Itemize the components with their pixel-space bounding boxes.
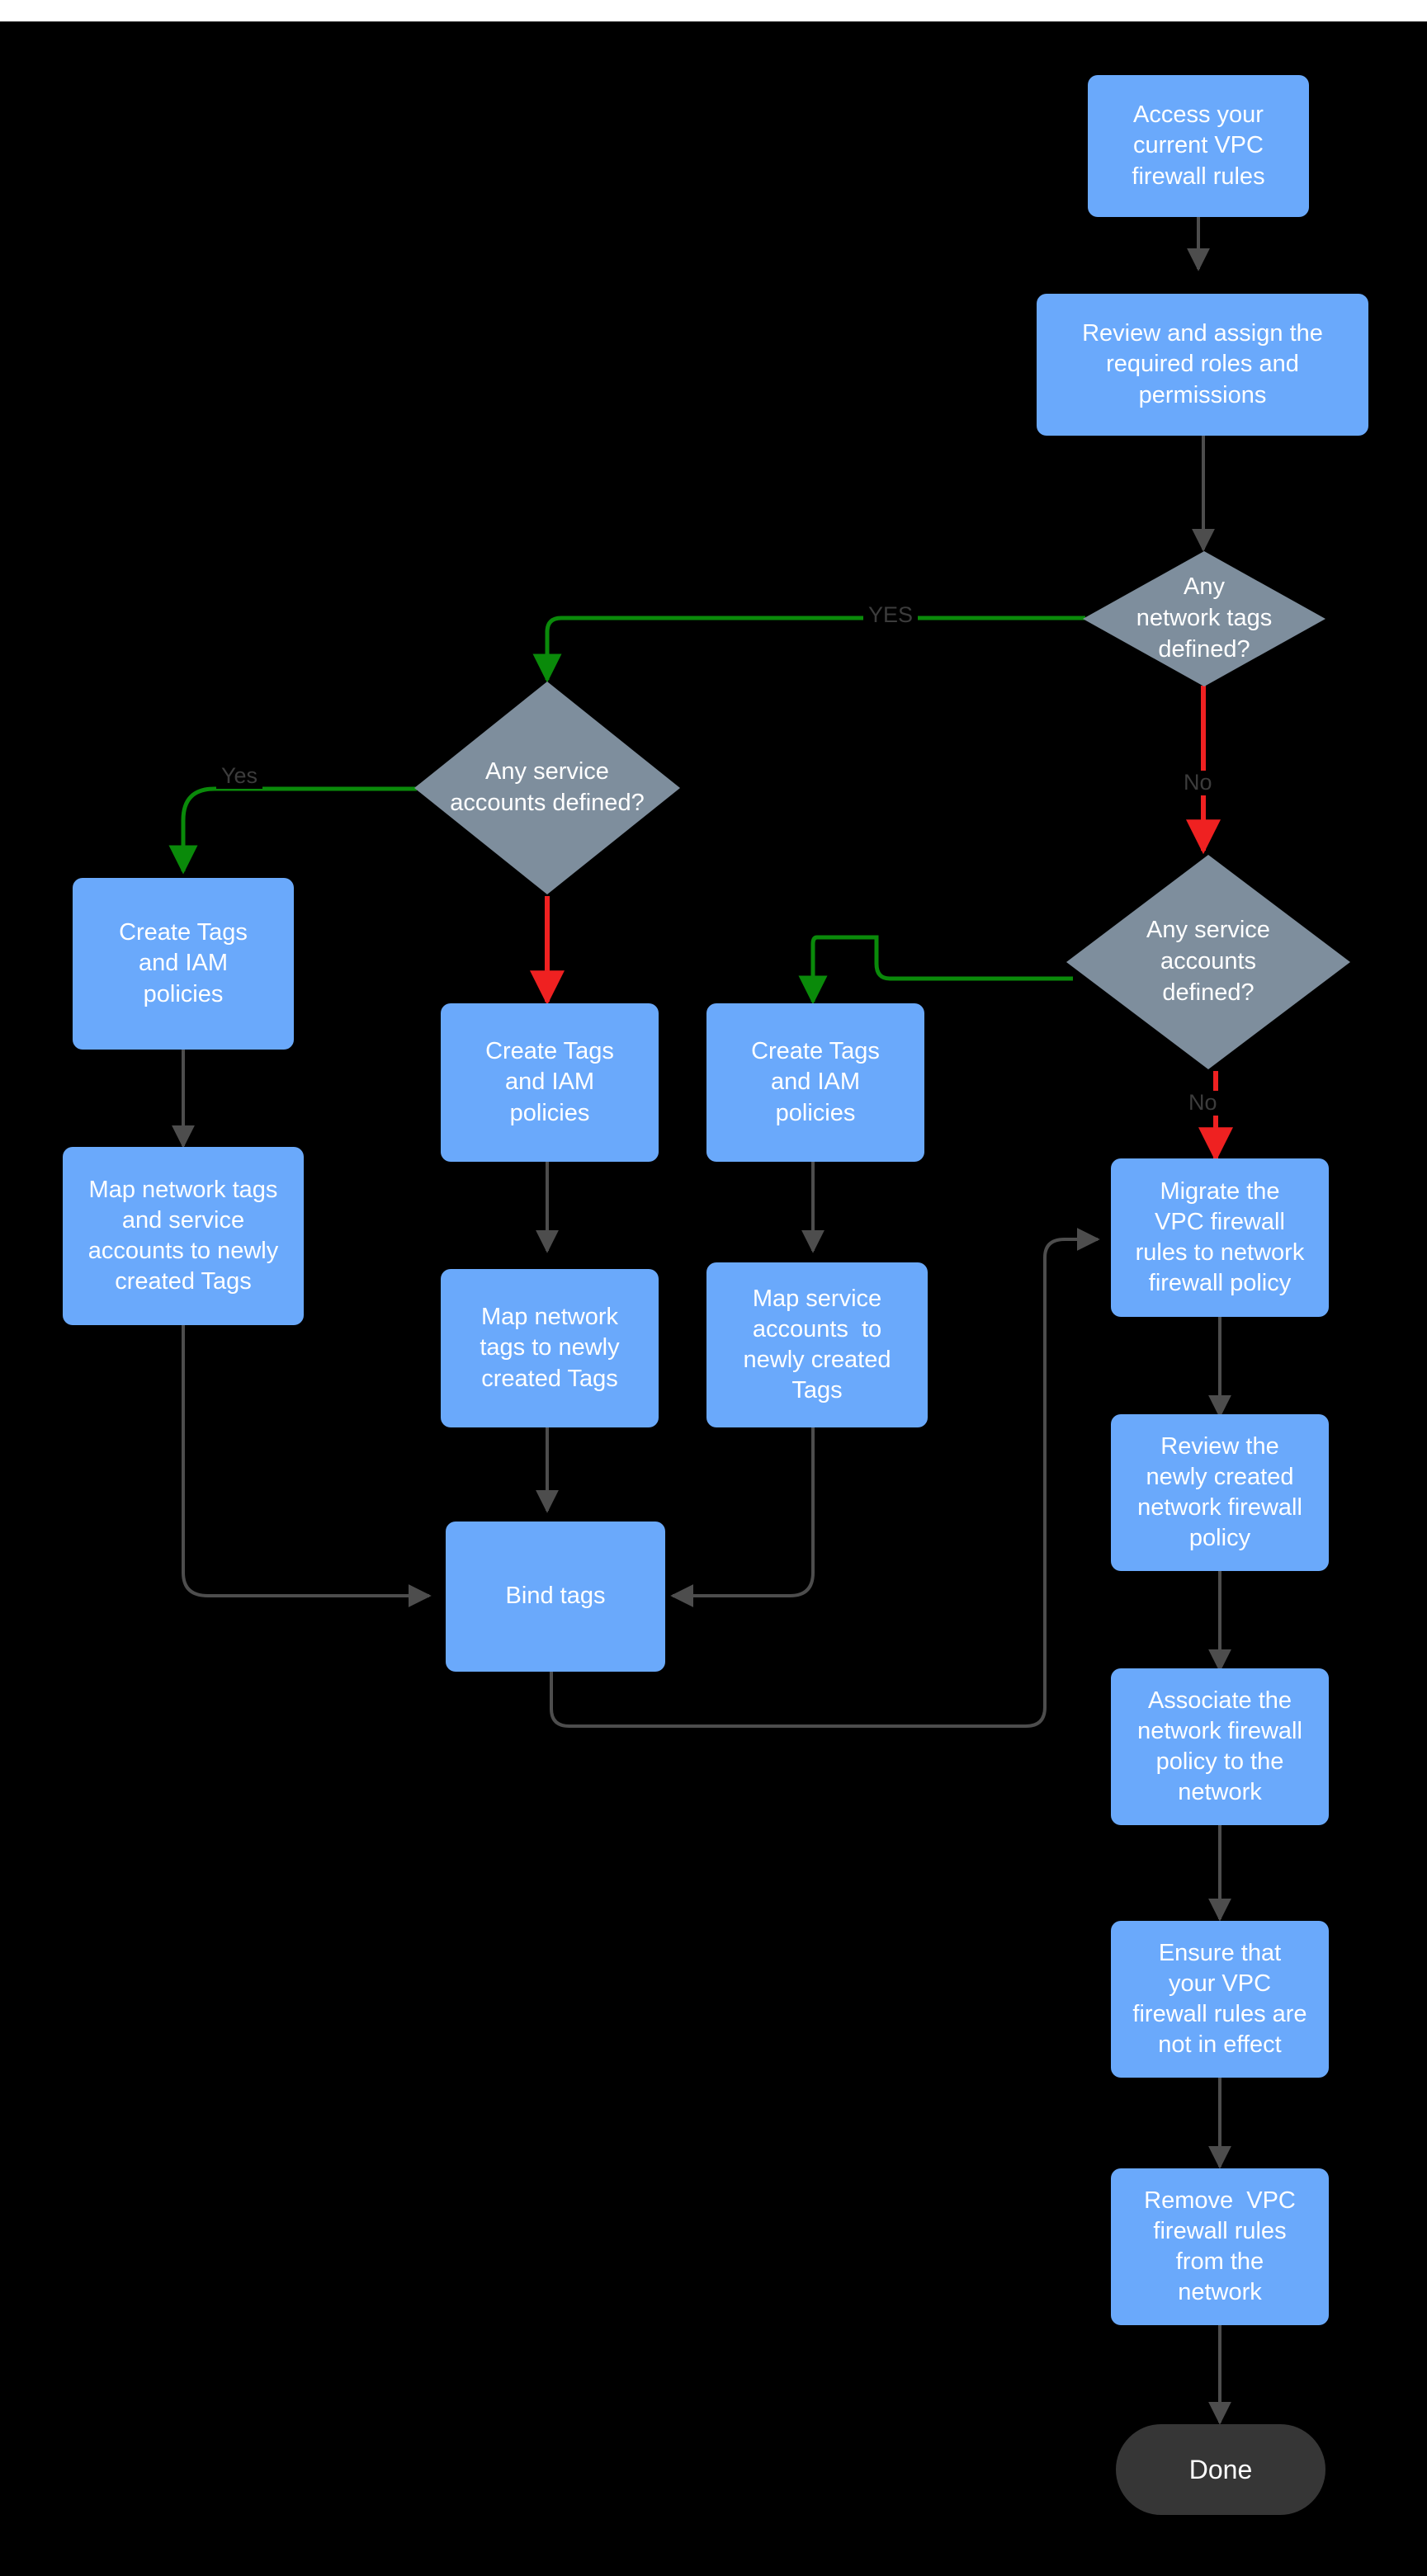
node-label: Any service accounts defined? xyxy=(1146,917,1270,1006)
node-map-service-accounts-to-newly-created-tags[interactable]: Map service accounts to newly created Ta… xyxy=(706,1262,928,1427)
flowchart-stage: Access your current VPC firewall rules R… xyxy=(0,21,1427,2576)
node-map-network-tags-and-service-accounts[interactable]: Map network tags and service accounts to… xyxy=(63,1147,304,1325)
node-create-tags-iam-policies-left[interactable]: Create Tags and IAM policies xyxy=(73,878,294,1050)
edge-label-yes-left: Yes xyxy=(216,763,263,789)
node-review-newly-created-network-firewall-policy[interactable]: Review the newly created network firewal… xyxy=(1111,1414,1329,1571)
node-remove-vpc-rules-from-network[interactable]: Remove VPC firewall rules from the netwo… xyxy=(1111,2168,1329,2325)
edge-label-no-service-accounts: No xyxy=(1184,1090,1222,1116)
node-create-tags-iam-policies-middle[interactable]: Create Tags and IAM policies xyxy=(441,1003,659,1162)
edge-label-no-network-tags: No xyxy=(1179,770,1217,795)
edge-label-yes-upper: YES xyxy=(863,602,919,628)
edge-d1-d2-yes xyxy=(532,616,1085,683)
node-associate-policy-to-network[interactable]: Associate the network firewall policy to… xyxy=(1111,1668,1329,1825)
node-access-current-vpc-firewall-rules[interactable]: Access your current VPC firewall rules xyxy=(1088,75,1309,217)
diamond-shape xyxy=(414,682,680,894)
node-ensure-vpc-rules-not-in-effect[interactable]: Ensure that your VPC firewall rules are … xyxy=(1111,1921,1329,2078)
node-label: Any network tags defined? xyxy=(1136,573,1273,663)
node-create-tags-iam-policies-right[interactable]: Create Tags and IAM policies xyxy=(706,1003,924,1162)
edge-d2-n3-yes xyxy=(168,786,417,875)
node-done[interactable]: Done xyxy=(1116,2424,1325,2515)
node-review-assign-roles-permissions[interactable]: Review and assign the required roles and… xyxy=(1037,294,1368,436)
node-migrate-vpc-rules-to-network-policy[interactable]: Migrate the VPC firewall rules to networ… xyxy=(1111,1158,1329,1317)
node-any-service-accounts-defined-right[interactable]: Any service accounts defined? xyxy=(1065,853,1352,1071)
node-map-network-tags-to-newly-created-tags[interactable]: Map network tags to newly created Tags xyxy=(441,1269,659,1427)
node-bind-tags[interactable]: Bind tags xyxy=(446,1522,665,1672)
diamond-shape xyxy=(1083,551,1325,686)
node-any-network-tags-defined[interactable]: Any network tags defined? xyxy=(1081,550,1327,688)
node-any-service-accounts-defined-left[interactable]: Any service accounts defined? xyxy=(413,680,682,896)
edge-n4-n9 xyxy=(182,1323,432,1607)
diamond-shape xyxy=(1066,855,1350,1069)
node-label: Any service accounts defined? xyxy=(450,758,645,816)
edge-n8-n9 xyxy=(670,1426,815,1607)
edge-d3-n7-yes xyxy=(798,935,1073,1005)
